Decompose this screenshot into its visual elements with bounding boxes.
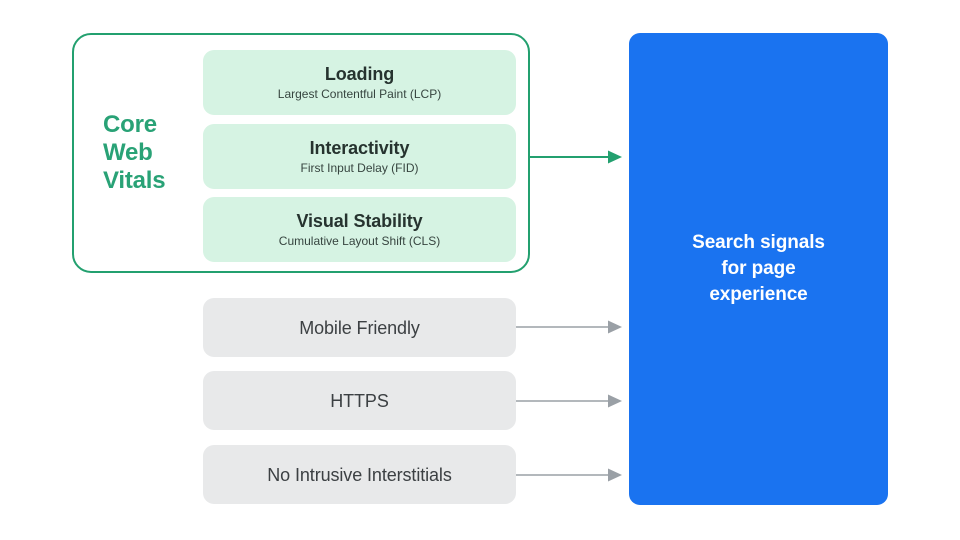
signal-card-mobile-friendly: Mobile Friendly [203,298,516,357]
core-web-vitals-label: Core Web Vitals [103,111,198,195]
core-web-vitals-label-line-3: Vitals [103,167,166,194]
arrow-right-icon-core-web-vitals [528,150,622,164]
signal-card-label: Mobile Friendly [299,317,420,338]
vital-card-title: Visual Stability [296,211,423,231]
signal-card-label: No Intrusive Interstitials [267,464,452,485]
vital-card-title: Interactivity [309,138,410,158]
core-web-vitals-label-line-2: Web [103,139,153,166]
core-web-vitals-label-line-1: Core [103,111,157,138]
vital-card-title: Loading [324,64,395,84]
search-signals-box: Search signals for page experience [629,33,888,505]
signal-card-label: HTTPS [330,390,389,411]
vital-card-visual-stability: Visual Stability Cumulative Layout Shift… [203,197,516,262]
vital-card-loading: Loading Largest Contentful Paint (LCP) [203,50,516,115]
arrow-right-icon-no-intrusive-interstitials [516,468,622,482]
arrow-right-icon-https [516,394,622,408]
vital-card-subtitle: First Input Delay (FID) [300,161,419,175]
vital-card-interactivity: Interactivity First Input Delay (FID) [203,124,516,189]
signal-card-no-intrusive-interstitials: No Intrusive Interstitials [203,445,516,504]
arrow-right-icon-mobile-friendly [516,320,622,334]
vital-card-subtitle: Largest Contentful Paint (LCP) [277,87,442,101]
core-web-vitals-group [72,33,530,273]
search-signals-label: Search signals for page experience [692,232,825,305]
vital-card-subtitle: Cumulative Layout Shift (CLS) [278,234,441,248]
signal-card-https: HTTPS [203,371,516,430]
